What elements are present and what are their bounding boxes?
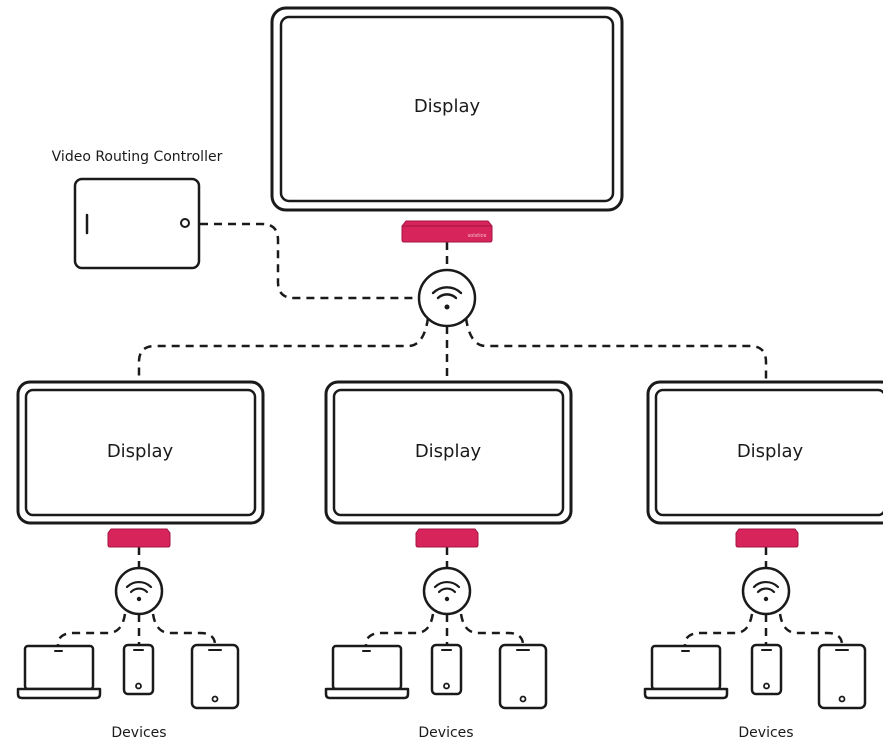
wifi-hub-2: [422, 566, 472, 616]
display-group-2: Display Devices: [324, 380, 573, 741]
devices-label-2: Devices: [418, 725, 473, 741]
wifi-icon: [125, 580, 153, 594]
hub-to-display-1-link: [137, 317, 430, 380]
top-display: Display: [270, 6, 624, 212]
wifi-icon: [433, 580, 461, 594]
controller-link: [200, 222, 419, 300]
top-receiver-brand: solstice: [468, 233, 487, 239]
receiver-2: [415, 528, 479, 548]
main-wifi-hub: [417, 268, 477, 328]
laptop-icon: [324, 644, 410, 700]
tablet-icon: [73, 177, 201, 270]
group-3-device-links: [683, 613, 844, 646]
display-1-label: Display: [107, 441, 174, 462]
top-receiver: solstice: [401, 220, 493, 243]
wifi-icon: [752, 580, 780, 594]
receiver-3: [735, 528, 799, 548]
wifi-hub-3: [741, 566, 791, 616]
wifi-hub-1: [114, 566, 164, 616]
tablet-device-icon: [498, 643, 548, 710]
video-routing-controller: Video Routing Controller: [52, 149, 223, 270]
receiver-icon: [107, 528, 171, 548]
display-2-label: Display: [415, 441, 482, 462]
controller-label: Video Routing Controller: [52, 149, 223, 165]
devices-label-1: Devices: [111, 725, 166, 741]
display-group-3: Display Devices: [643, 380, 883, 741]
phone-icon: [430, 643, 463, 696]
group-2-device-links: [364, 613, 525, 646]
phone-icon: [122, 643, 155, 696]
display-3-label: Display: [737, 441, 804, 462]
display-group-1: Display Devices: [16, 380, 265, 741]
receiver-1: [107, 528, 171, 548]
receiver-icon: [415, 528, 479, 548]
group-1-device-links: [56, 613, 217, 646]
laptop-icon: [16, 644, 102, 700]
receiver-icon: [735, 528, 799, 548]
tablet-device-icon: [190, 643, 240, 710]
devices-label-3: Devices: [738, 725, 793, 741]
hub-to-display-3-link: [464, 317, 768, 380]
laptop-icon: [643, 644, 729, 700]
connection-lines: [56, 222, 844, 646]
top-display-label: Display: [414, 96, 481, 117]
tablet-device-icon: [817, 643, 867, 710]
phone-icon: [750, 643, 783, 696]
wifi-icon: [431, 286, 463, 300]
